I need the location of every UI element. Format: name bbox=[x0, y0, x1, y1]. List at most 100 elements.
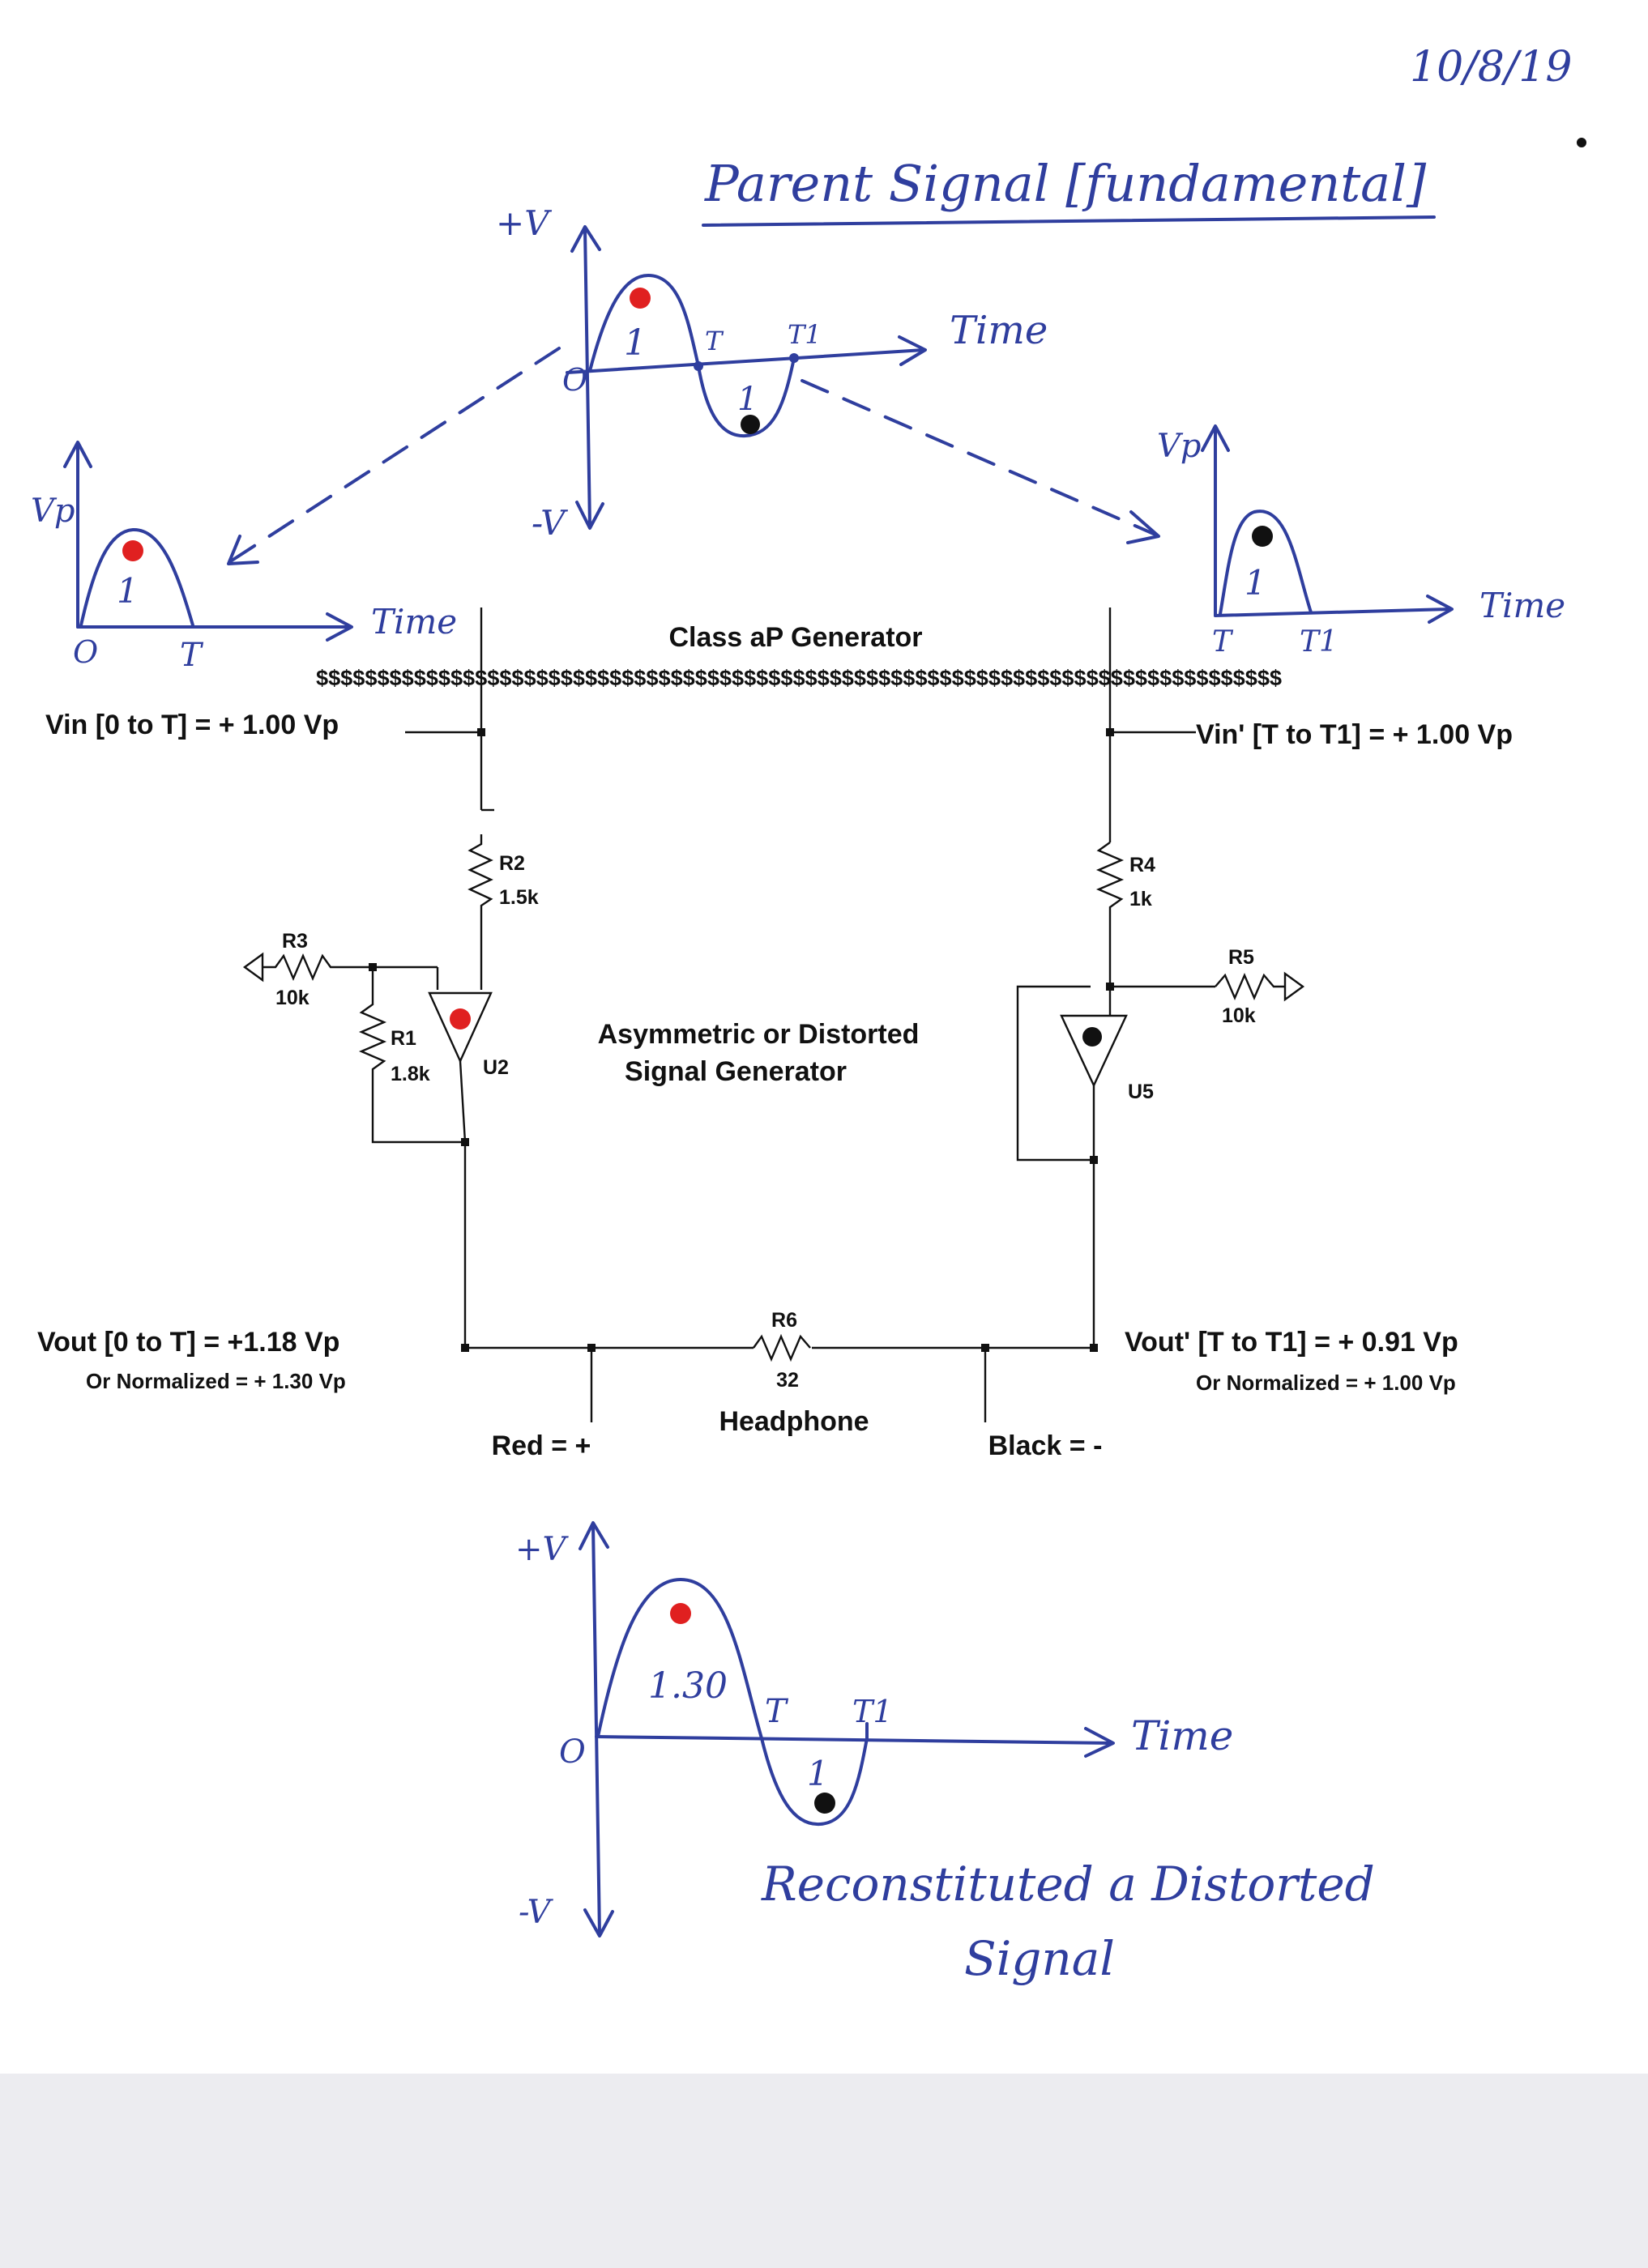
red-dot bbox=[670, 1603, 691, 1624]
u5-label: U5 bbox=[1128, 1081, 1154, 1103]
r4-resistor bbox=[1095, 842, 1125, 987]
bottom-x-axis bbox=[595, 1735, 1113, 1745]
red-dot bbox=[450, 1008, 471, 1030]
black-dot bbox=[1082, 1027, 1102, 1047]
split-arrow-right bbox=[801, 379, 1157, 536]
vout-left-normalized: Or Normalized = + 1.30 Vp bbox=[86, 1369, 346, 1393]
bottom-positive-lobe bbox=[596, 1578, 763, 1740]
red-dot bbox=[122, 540, 143, 561]
top-y-arrow-up bbox=[570, 225, 601, 253]
center-title-line1: Asymmetric or Distorted bbox=[598, 1019, 920, 1050]
bottom-negative-lobe bbox=[760, 1737, 869, 1827]
date-label: 10/8/19 bbox=[1410, 43, 1572, 92]
black-dot bbox=[741, 415, 760, 434]
r2-resistor bbox=[468, 834, 493, 990]
right-t-label: T bbox=[1212, 625, 1234, 659]
bottom-y-arrow-down bbox=[583, 1908, 614, 1938]
bottom-origin-label: O bbox=[559, 1733, 586, 1771]
black-dot bbox=[1252, 526, 1273, 547]
parent-signal-graph: +V -V O Time T T1 1 1 bbox=[496, 203, 1048, 543]
top-t1-label: T1 bbox=[788, 319, 822, 350]
black-terminal-label: Black = - bbox=[988, 1430, 1103, 1461]
top-pos-lobe-label: 1 bbox=[624, 322, 647, 364]
vout-right-normalized: Or Normalized = + 1.00 Vp bbox=[1196, 1371, 1456, 1395]
right-y-arrow bbox=[1201, 424, 1230, 452]
r2-value: 1.5k bbox=[499, 886, 539, 909]
right-lobe bbox=[1219, 509, 1313, 616]
top-t-label: T bbox=[705, 326, 724, 356]
bottom-t1-label: T1 bbox=[852, 1694, 893, 1729]
bottom-neg-lobe-label: 1 bbox=[807, 1754, 829, 1793]
left-lobe bbox=[79, 527, 194, 627]
r4-value: 1k bbox=[1129, 888, 1152, 910]
u2-output-wire bbox=[459, 1060, 467, 1143]
r4-name: R4 bbox=[1129, 854, 1155, 876]
caption-line1: Reconstituted a Distorted bbox=[761, 1857, 1375, 1912]
r1-resistor bbox=[358, 967, 465, 1144]
u2-label: U2 bbox=[483, 1056, 509, 1079]
left-x-arrow bbox=[326, 612, 353, 642]
caption-line2: Signal bbox=[964, 1931, 1115, 1986]
vout-right-label: Vout' [T to T1] = + 0.91 Vp bbox=[1125, 1327, 1458, 1358]
top-x-arrow bbox=[898, 335, 927, 366]
top-y-neg-label: -V bbox=[532, 503, 568, 543]
right-halfwave-graph: Vp T T1 Time 1 bbox=[1157, 424, 1565, 659]
bottom-x-arrow bbox=[1084, 1727, 1115, 1758]
reconstituted-signal-graph: +V -V O Time T T1 1.30 1 bbox=[515, 1521, 1233, 1938]
black-dot bbox=[814, 1793, 835, 1814]
left-y-arrow bbox=[63, 441, 92, 468]
bottom-y-axis bbox=[591, 1523, 601, 1936]
top-y-pos-label: +V bbox=[496, 203, 552, 243]
r5-name: R5 bbox=[1228, 946, 1254, 969]
r1-value: 1.8k bbox=[391, 1063, 430, 1085]
generator-title: Class aP Generator bbox=[668, 622, 922, 653]
t-node bbox=[694, 361, 703, 371]
left-t-label: T bbox=[180, 637, 204, 674]
r1-name: R1 bbox=[391, 1027, 416, 1050]
bottom-t-label: T bbox=[765, 1693, 789, 1730]
speck bbox=[1577, 138, 1586, 147]
right-x-axis bbox=[1214, 608, 1452, 617]
center-title-line2: Signal Generator bbox=[625, 1056, 847, 1087]
u5-opamp bbox=[1060, 1014, 1128, 1088]
right-t1-label: T1 bbox=[1300, 625, 1338, 659]
vout-left-label: Vout [0 to T] = +1.18 Vp bbox=[37, 1327, 339, 1358]
node bbox=[1090, 1344, 1098, 1352]
left-lobe-label: 1 bbox=[117, 571, 139, 611]
headphone-label: Headphone bbox=[719, 1406, 869, 1437]
schematic: Class aP Generator $$$$$$$$$$$$$$$$$$$$$… bbox=[37, 608, 1513, 1461]
node bbox=[461, 1344, 469, 1352]
r3-value: 10k bbox=[275, 987, 310, 1009]
red-terminal-label: Red = + bbox=[492, 1430, 591, 1461]
bottom-pos-lobe-label: 1.30 bbox=[648, 1665, 728, 1707]
r5-resistor bbox=[1215, 972, 1285, 1001]
top-neg-lobe-label: 1 bbox=[737, 381, 758, 418]
top-origin-label: O bbox=[562, 362, 587, 398]
right-x-arrow bbox=[1426, 595, 1454, 624]
bottom-y-arrow-up bbox=[579, 1521, 609, 1550]
u2-opamp bbox=[428, 991, 493, 1064]
r6-zigzag bbox=[753, 1333, 811, 1362]
u5-feedback-loop bbox=[1016, 985, 1094, 1162]
r3-ground-symbol bbox=[242, 952, 264, 983]
bottom-y-pos-label: +V bbox=[515, 1531, 570, 1568]
left-time-label: Time bbox=[371, 602, 457, 642]
left-origin-label: O bbox=[73, 634, 98, 670]
right-time-label: Time bbox=[1479, 586, 1565, 625]
bottom-time-label: Time bbox=[1131, 1712, 1233, 1759]
left-y-label: Vp bbox=[31, 492, 75, 530]
right-lobe-label: 1 bbox=[1245, 563, 1266, 603]
diagram-title: Parent Signal [fundamental] bbox=[704, 154, 1427, 213]
r5-value: 10k bbox=[1222, 1004, 1256, 1027]
r6-value: 32 bbox=[776, 1369, 799, 1392]
r3-resistor bbox=[263, 953, 373, 982]
r2-name: R2 bbox=[499, 852, 525, 875]
vin-left-label: Vin [0 to T] = + 1.00 Vp bbox=[45, 710, 339, 740]
red-dot bbox=[630, 288, 651, 309]
bottom-y-neg-label: -V bbox=[519, 1894, 554, 1931]
scan-margin bbox=[0, 2074, 1648, 2268]
r5-ground-symbol bbox=[1283, 971, 1305, 1002]
node bbox=[1106, 728, 1114, 736]
